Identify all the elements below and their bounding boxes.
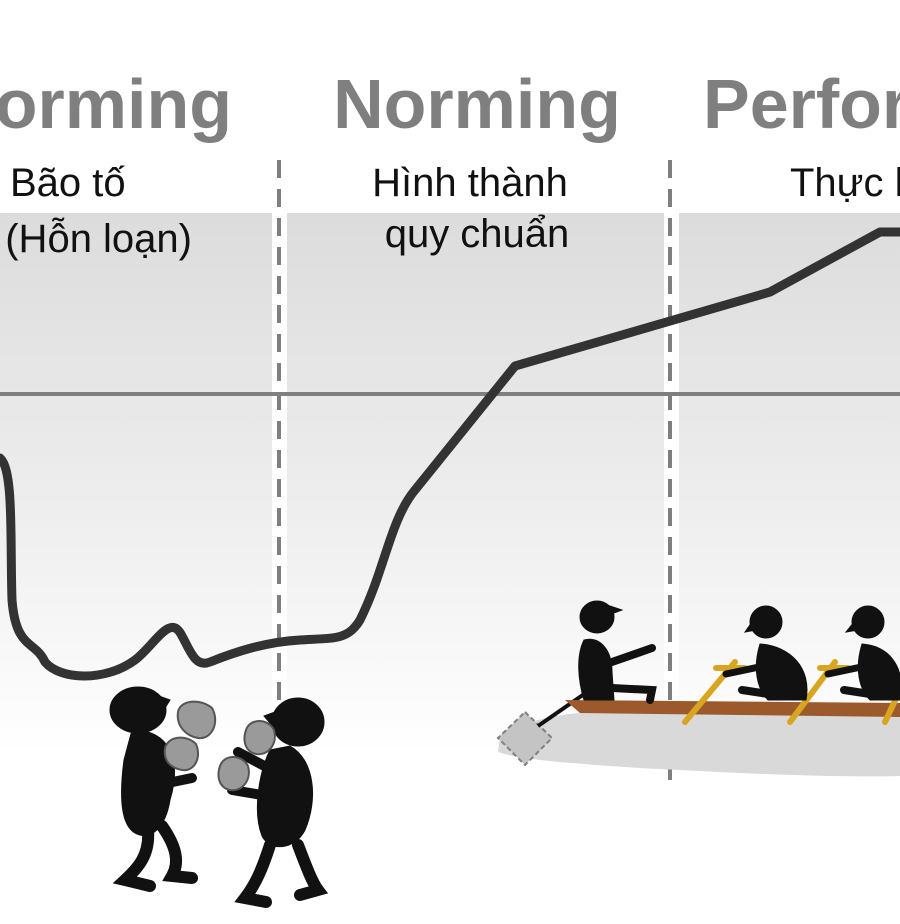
norming-subtitle-line1: Hình thành [372,161,568,205]
rowing-team-illustration [496,600,900,777]
rower-2 [824,605,900,701]
stage-titles: Storming Norming Performing [0,65,900,143]
performance-curve [0,227,900,681]
stage-title-norming: Norming [333,65,621,143]
coxswain [578,600,657,704]
left-boxer [109,686,198,892]
stage-subtitles: Bão tố (Hỗn loạn) Hình thành quy chuẩn T… [5,161,900,261]
right-boxer-gloves [217,720,276,792]
rower-1 [722,605,808,701]
boxers-illustration [109,686,329,908]
rudder-pole [536,688,592,728]
norming-subtitle-line2: quy chuẩn [385,212,570,256]
right-boxer [227,697,329,908]
left-boxer-gloves [163,700,217,772]
storming-subtitle-line1: Bão tố [10,161,126,205]
stage-title-storming: Storming [0,65,232,143]
boat-hull [565,700,900,717]
stage-dividers [277,160,672,780]
storming-subtitle-line2: (Hỗn loạn) [5,216,192,261]
storming-band [0,213,272,753]
performing-subtitle-line1: Thực hiện [790,161,900,205]
stage-title-performing: Performing [703,65,900,143]
stage-bands [0,213,900,753]
water-splash [498,710,900,777]
